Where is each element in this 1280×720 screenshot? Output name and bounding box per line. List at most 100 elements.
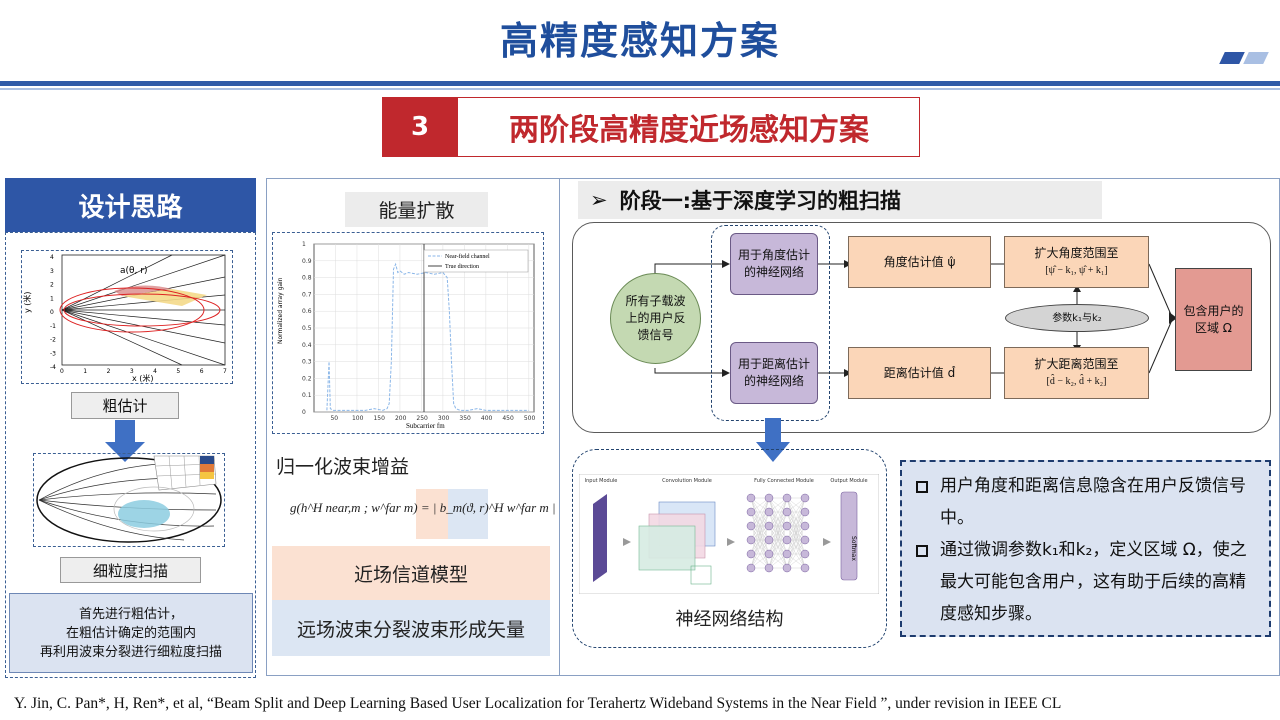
chart-ytick: 0.9 [302, 258, 312, 265]
nn-neuron [746, 563, 756, 573]
checkbox-square-icon [916, 545, 928, 557]
coarse-estimate-label: 粗估计 [71, 392, 179, 419]
plot-ytick: 1 [50, 295, 54, 302]
far-field-vector-band: 远场波束分裂波束形成矢量 [272, 600, 550, 656]
chart-ytick: 0 [302, 409, 306, 416]
plot-xtick: 1 [83, 368, 87, 375]
nn-neuron [764, 549, 774, 559]
node-line: 用于角度估计 [737, 248, 810, 262]
node-line: 的神经网络 [743, 265, 804, 279]
module-label: Output Module [830, 478, 867, 484]
nn-neuron [746, 549, 756, 559]
nn-neuron [764, 493, 774, 503]
distance-nn-node: 用于距离估计的神经网络 [730, 342, 818, 404]
chart-ytick: 0.4 [302, 342, 312, 349]
nn-neuron [764, 507, 774, 517]
design-idea-panel [5, 232, 256, 678]
section-header [382, 97, 920, 157]
plot-ytick: 4 [50, 254, 54, 261]
expand-angle-node: 扩大角度范围至[ψ̂ − k₁, ψ̂ + k₁] [1004, 236, 1149, 288]
chart-ytick: 0.1 [302, 392, 312, 399]
section-title: 两阶段高精度近场感知方案 [509, 113, 869, 148]
nn-neuron [782, 521, 792, 531]
plot-xtick: 7 [223, 368, 227, 375]
plot-ytick: -3 [50, 350, 56, 357]
gain-chart-frame [272, 232, 544, 434]
chart-xtick: 50 [330, 415, 338, 422]
nn-neuron [764, 521, 774, 531]
panel-divider [559, 178, 560, 676]
plot-ytick: 3 [50, 268, 54, 275]
angle-nn-node: 用于角度估计的神经网络 [730, 233, 818, 295]
coarse-plot-frame [21, 250, 233, 384]
nn-neuron [800, 521, 810, 531]
nn-neuron [746, 535, 756, 545]
fine-scan-figure [36, 455, 222, 543]
chart-xtick: 300 [438, 415, 450, 422]
chart-xtick: 450 [502, 415, 514, 422]
module-label: Input Module [585, 478, 618, 484]
plot-xtick: 0 [60, 368, 64, 375]
down-arrow-icon [756, 418, 790, 462]
params-k1-k2-node: 参数k₁与k₂ [1005, 304, 1149, 332]
chart-xtick: 100 [352, 415, 364, 422]
node-line: [ψ̂ − k₁, ψ̂ + k₁] [1045, 265, 1108, 276]
note-line: 再利用波束分裂进行细粒度扫描 [39, 644, 222, 660]
chart-ytick: 0.7 [302, 291, 312, 298]
expand-distance-node: 扩大距离范围至[d̂ − k₂, d̂ + k₂] [1004, 347, 1149, 399]
normalized-gain-label: 归一化波束增益 [276, 456, 410, 478]
nn-structure-caption: 神经网络结构 [675, 609, 784, 630]
formula-highlight-blue [448, 489, 488, 539]
node-line: 馈信号 [637, 328, 674, 342]
plot-xtick: 2 [107, 368, 111, 375]
node-line: 扩大距离范围至 [1034, 357, 1119, 371]
checkbox-square-icon [916, 481, 928, 493]
user-feedback-node: 所有子载波 上的用户反 馈信号 [610, 273, 701, 364]
down-arrow-icon [105, 420, 145, 462]
nn-neuron [746, 521, 756, 531]
stage-one-title: 阶段一:基于深度学习的粗扫描 [619, 189, 902, 213]
reference-citation: Y. Jin, C. Pan*, H, Ren*, et al, “Beam S… [14, 695, 1062, 712]
plot-xtick: 5 [176, 368, 180, 375]
plot-xtick: 4 [153, 368, 157, 375]
chart-xtick: 350 [459, 415, 471, 422]
nn-neuron [782, 563, 792, 573]
plot-ytick: 0 [50, 309, 54, 316]
note-line: 首先进行粗估计， [78, 606, 183, 622]
softmax-label: Softmax [850, 536, 857, 561]
insight-bullet: 通过微调参数k₁和k₂，定义区域 Ω，使之最大可能包含用户，这有助于后续的高精度… [916, 534, 1259, 630]
near-field-series [326, 262, 529, 411]
plot-point-label: a(θ, r) [120, 266, 147, 276]
node-line: 上的用户反 [625, 311, 686, 325]
plot-xlabel: x (米) [132, 373, 154, 383]
nn-neuron [800, 549, 810, 559]
chart-ytick: 1 [302, 241, 306, 248]
nn-neuron [764, 535, 774, 545]
chart-xtick: 250 [416, 415, 428, 422]
user-region-node: 包含用户的区域 Ω [1175, 268, 1252, 371]
plot-ytick: 2 [50, 282, 54, 289]
module-label: Fully Connected Module [754, 478, 814, 484]
chart-ytick: 0.8 [302, 275, 312, 282]
plot-xtick: 3 [130, 368, 134, 375]
node-line: 所有子载波 [625, 294, 686, 308]
plot-ytick: -1 [50, 323, 56, 330]
chart-ytick: 0.2 [302, 375, 312, 382]
legend-true-direction: True direction [445, 264, 479, 270]
insight-text: 通过微调参数k₁和k₂，定义区域 Ω，使之最大可能包含用户，这有助于后续的高精度… [940, 540, 1247, 624]
nn-neuron [746, 507, 756, 517]
design-idea-header: 设计思路 [5, 178, 256, 232]
insight-box: 用户角度和距离信息隐含在用户反馈信号中。 通过微调参数k₁和k₂，定义区域 Ω，… [900, 460, 1271, 637]
design-note: 首先进行粗估计， 在粗估计确定的范围内 再利用波束分裂进行细粒度扫描 [9, 593, 253, 673]
page-title: 高精度感知方案 [499, 19, 780, 63]
nn-neuron [782, 549, 792, 559]
distance-estimate-node: 距离估计值 d̂ [848, 347, 991, 399]
node-line: 的神经网络 [743, 374, 804, 388]
angle-estimate-node: 角度估计值 ψ̂ [848, 236, 991, 288]
near-field-model-band: 近场信道模型 [272, 546, 550, 600]
stage-one-header: ➢ 阶段一:基于深度学习的粗扫描 [578, 181, 1102, 219]
module-label: Convolution Module [662, 478, 712, 484]
